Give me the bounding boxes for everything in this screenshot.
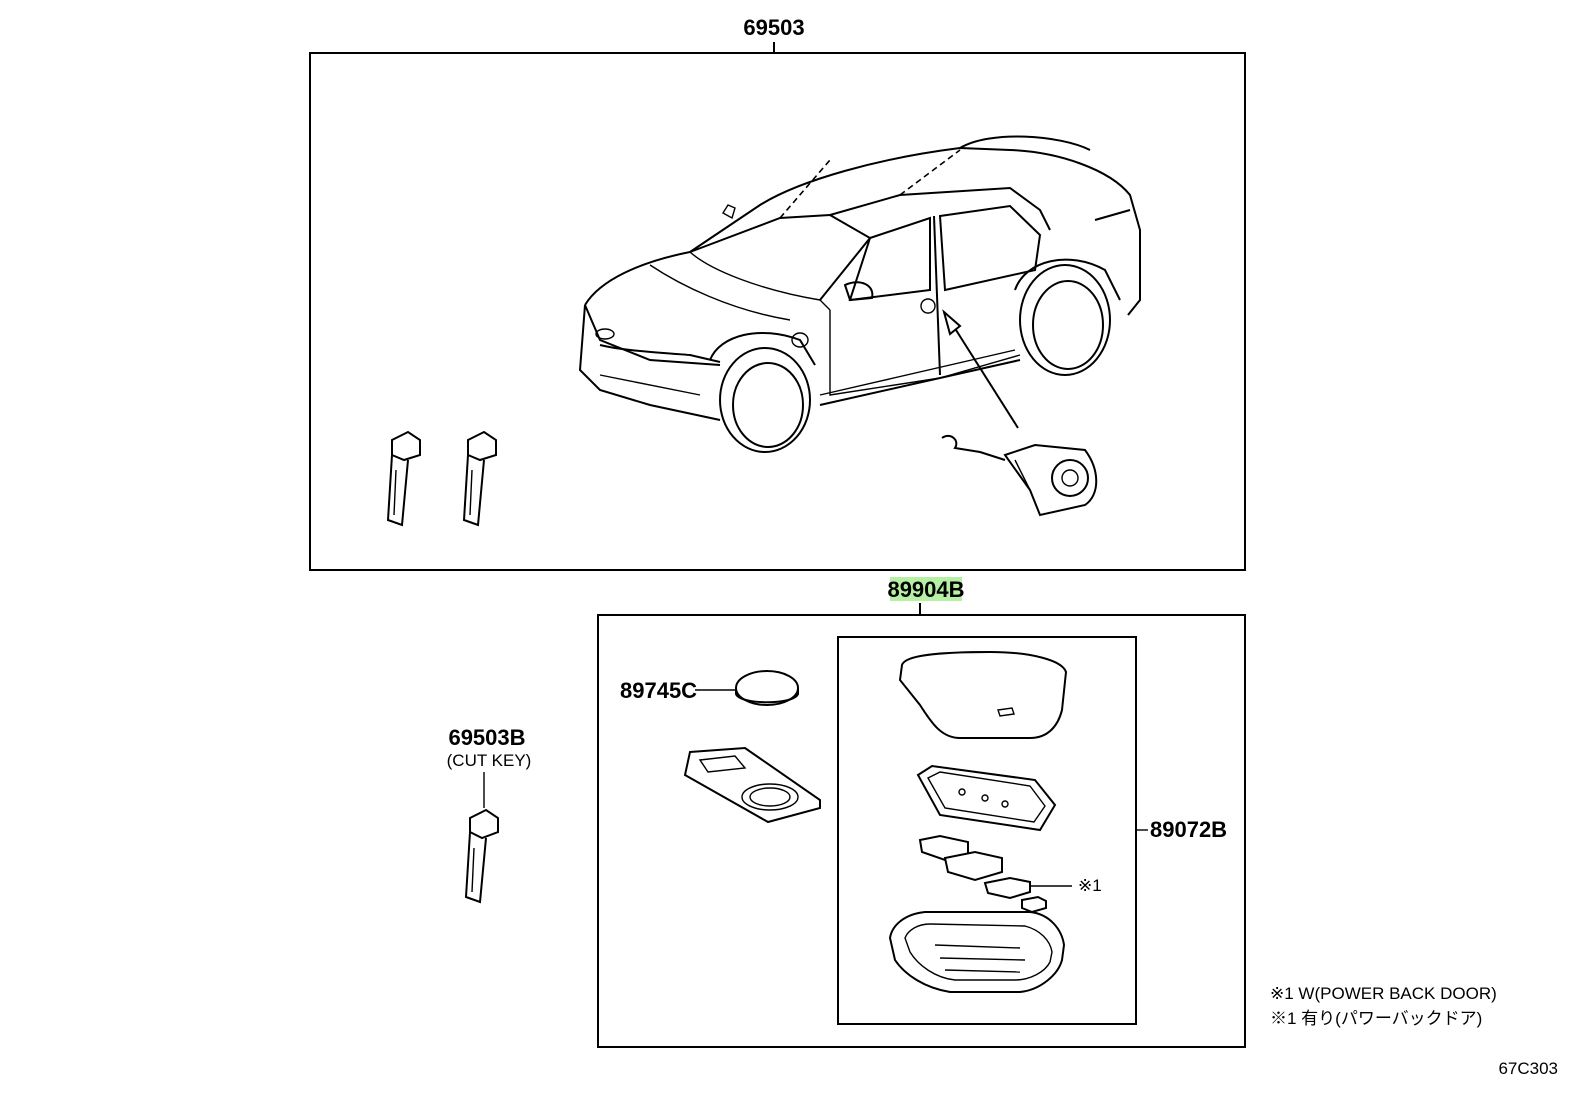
part-label-69503B[interactable]: 69503B	[448, 725, 525, 750]
door-lock-cylinder	[941, 434, 1098, 517]
note-line-2: ※1 有り(パワーバックドア)	[1270, 1009, 1482, 1028]
note-line-1: ※1 W(POWER BACK DOOR)	[1270, 984, 1497, 1003]
button-set	[918, 834, 1047, 914]
cut-key-group: 69503B (CUT KEY)	[447, 725, 532, 904]
key-1	[386, 430, 421, 527]
figure-code: 67C303	[1498, 1059, 1558, 1078]
assembly-box-top	[309, 52, 1246, 571]
pointer-arrow	[942, 309, 1019, 429]
rubber-pad	[916, 764, 1057, 832]
cut-key	[464, 808, 499, 904]
assembly-89904B: 89904B 89745C	[597, 577, 1246, 1048]
vehicle-illustration	[578, 135, 1141, 453]
battery-cell	[735, 670, 799, 706]
notes: ※1 W(POWER BACK DOOR) ※1 有り(パワーバックドア)	[1270, 984, 1497, 1028]
assembly-69503: 69503	[309, 15, 1246, 571]
circuit-board	[683, 746, 821, 824]
part-label-69503[interactable]: 69503	[743, 15, 804, 40]
part-label-highlight	[890, 577, 962, 601]
fob-cover	[898, 650, 1068, 739]
part-label-89745C[interactable]: 89745C	[620, 678, 697, 703]
key-2	[462, 430, 497, 527]
assembly-box-bottom	[597, 614, 1246, 1048]
part-label-89904B[interactable]: 89904B	[887, 577, 964, 602]
part-label-89072B[interactable]: 89072B	[1150, 817, 1227, 842]
fob-case	[888, 911, 1066, 993]
note-marker: ※1	[1078, 876, 1102, 895]
cut-key-caption: (CUT KEY)	[447, 751, 532, 770]
